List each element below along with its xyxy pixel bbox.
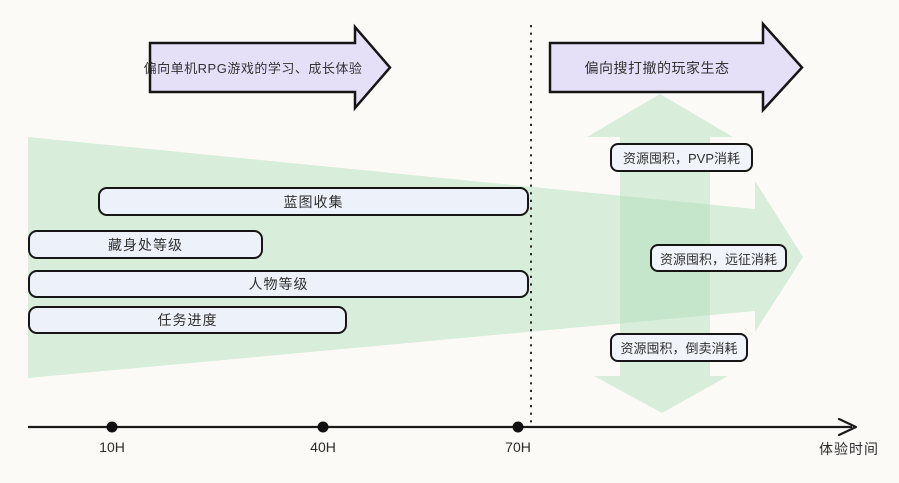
loop-box-expedition-consumption: 资源囤积，远征消耗 <box>650 244 787 272</box>
tick-label-10h: 10H <box>99 439 125 455</box>
loop-box-resale-consumption: 资源囤积，倒卖消耗 <box>610 333 748 362</box>
tick-dot-70h <box>512 421 524 433</box>
tick-dot-40h <box>317 421 329 433</box>
phase-banner-right-label: 偏向搜打撤的玩家生态 <box>584 59 730 76</box>
track-box-hideout-level: 藏身处等级 <box>28 230 263 259</box>
phase-banner-left-label: 偏向单机RPG游戏的学习、成长体验 <box>143 61 363 76</box>
axis-title-experience-time: 体验时间 <box>819 441 879 457</box>
loop-box-pvp-consumption: 资源囤积，PVP消耗 <box>610 143 753 172</box>
timeline-axis-arrowhead <box>837 417 858 437</box>
tick-label-40h: 40H <box>310 439 336 455</box>
phase-banner-left-arrow <box>148 23 392 112</box>
tick-label-70h: 70H <box>505 439 531 455</box>
track-box-blueprint-collection: 蓝图收集 <box>98 187 529 216</box>
track-box-character-level: 人物等级 <box>28 270 529 298</box>
tick-dot-10h <box>106 421 118 433</box>
phase-banner-right-arrow <box>548 20 804 114</box>
track-box-quest-progress: 任务进度 <box>28 306 347 334</box>
